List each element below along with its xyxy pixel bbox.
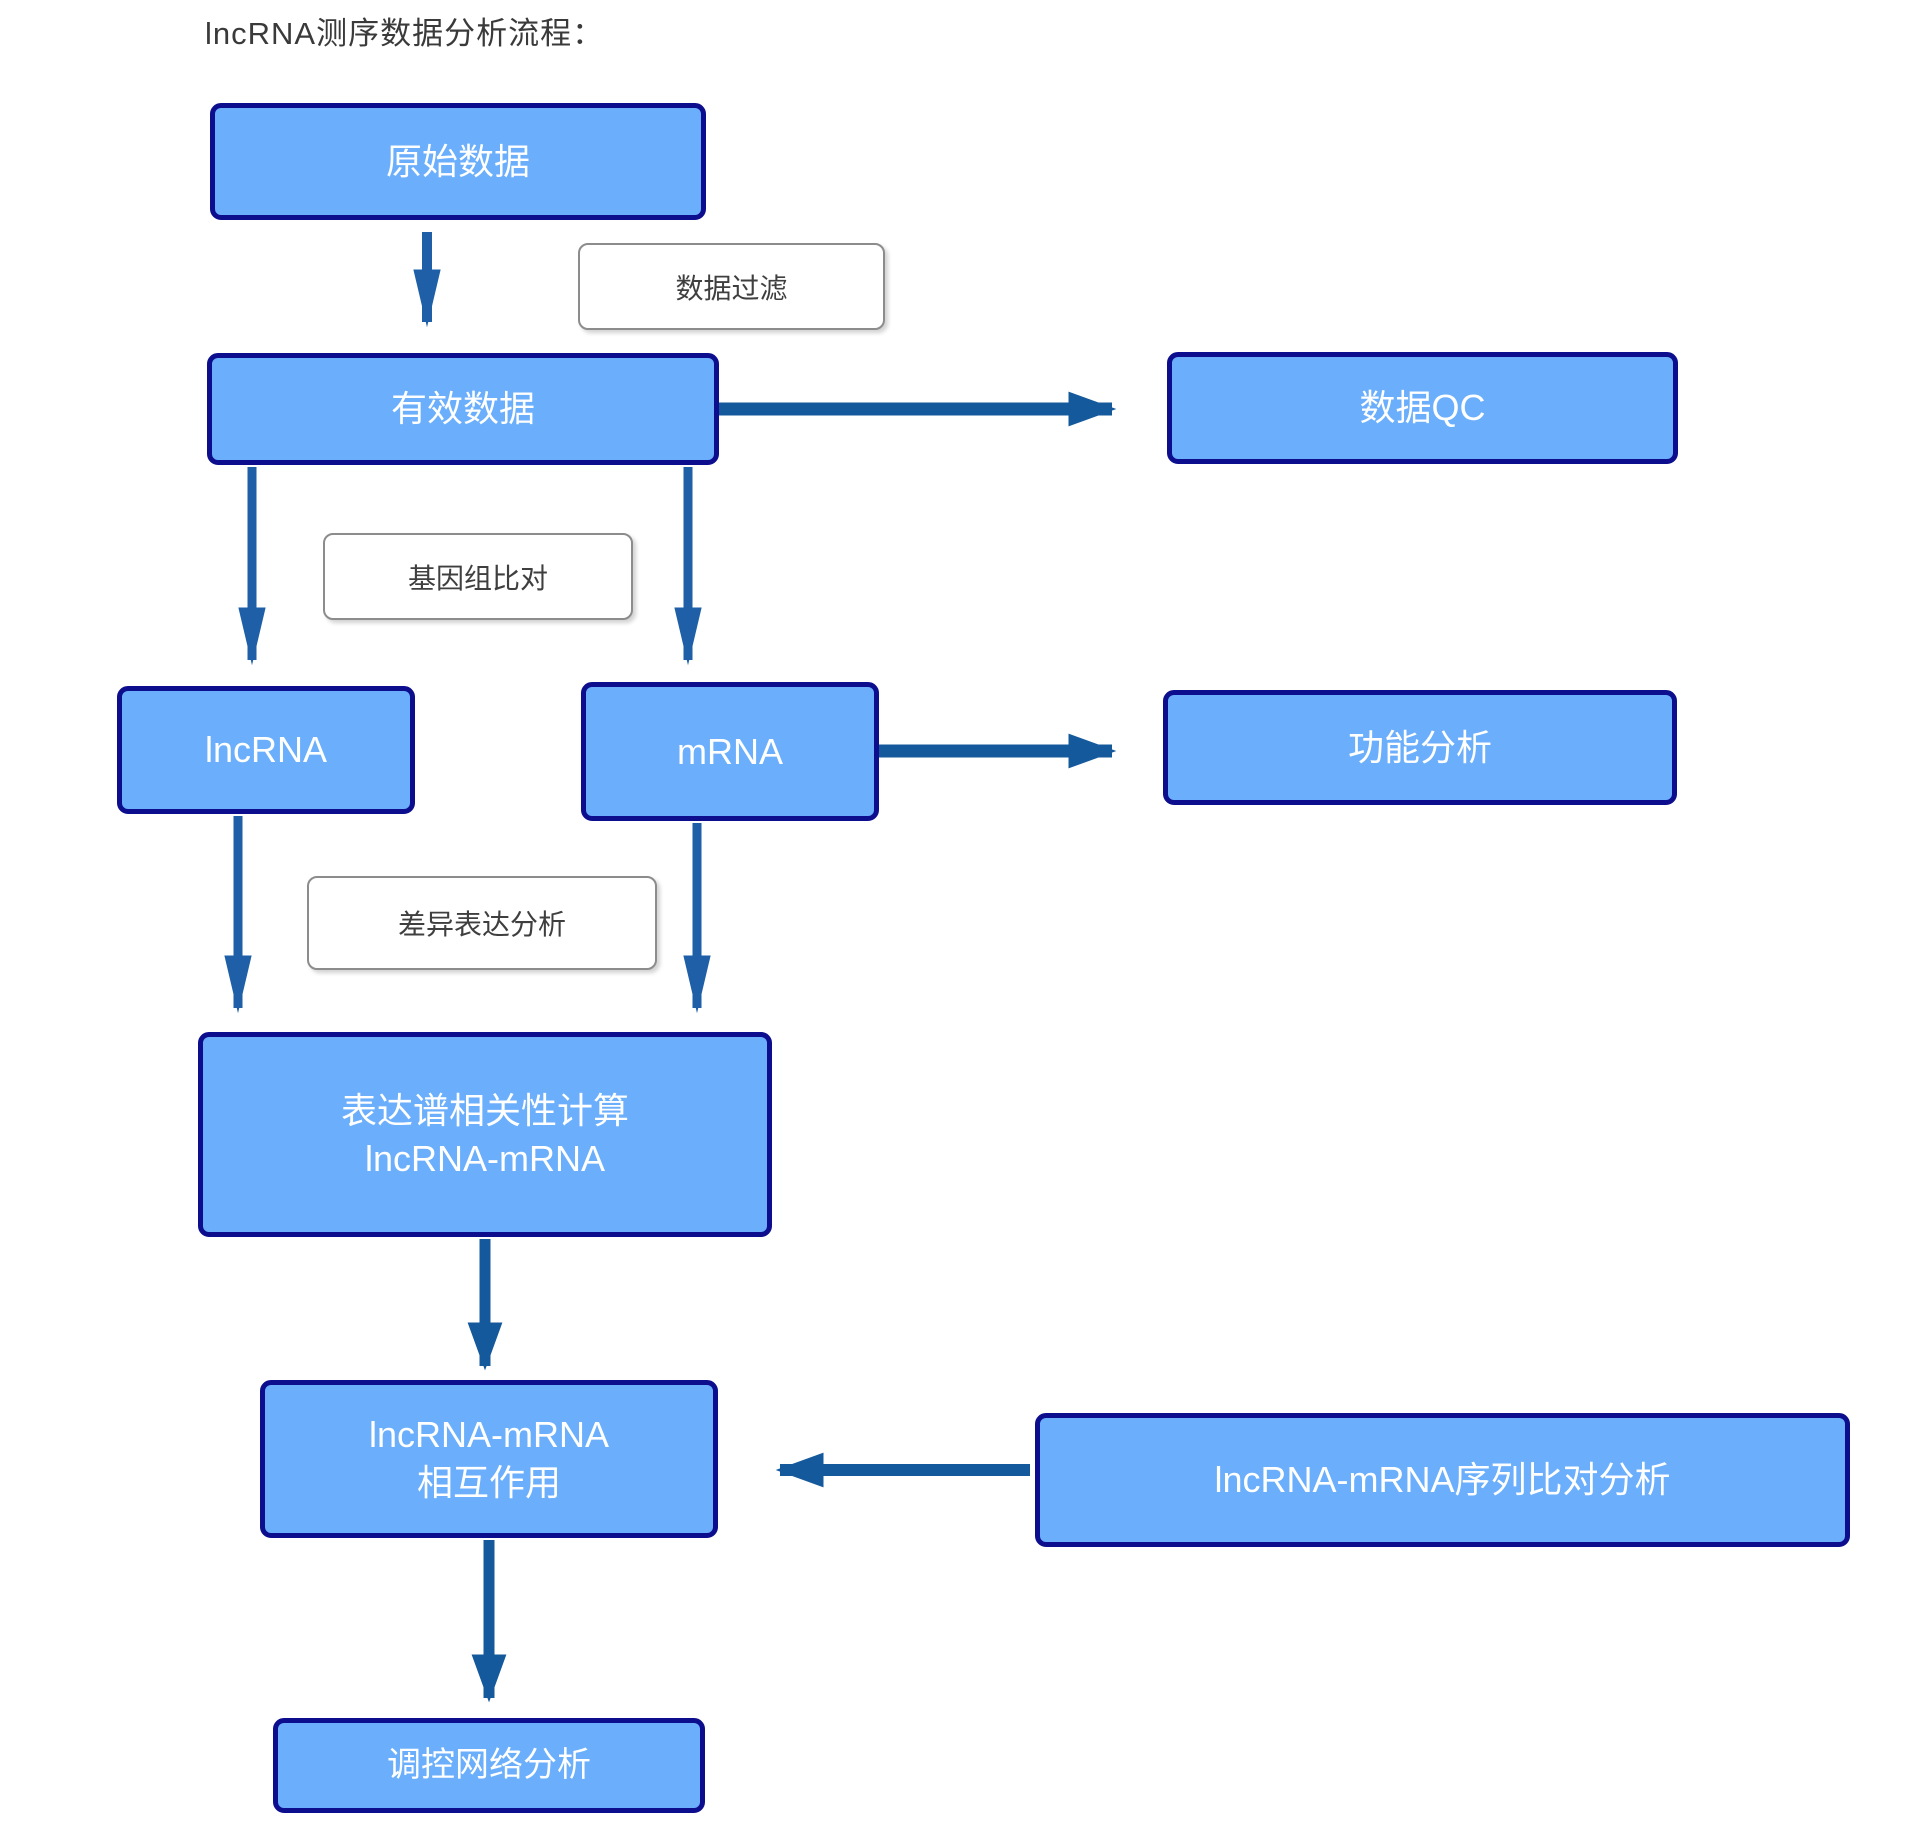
process-label-data-filter-text: 数据过滤 bbox=[675, 272, 788, 304]
node-interaction-line1: lncRNA-mRNA bbox=[368, 1414, 609, 1456]
node-interaction: lncRNA-mRNA 相互作用 bbox=[260, 1380, 718, 1538]
node-correlation: 表达谱相关性计算 lncRNA-mRNA bbox=[198, 1032, 772, 1237]
node-network: 调控网络分析 bbox=[273, 1718, 705, 1813]
process-label-diff-expression-text: 差异表达分析 bbox=[397, 909, 566, 940]
node-valid-data-label: 有效数据 bbox=[390, 388, 535, 430]
process-label-diff-expression: 差异表达分析 bbox=[307, 876, 657, 970]
node-mrna: mRNA bbox=[581, 682, 879, 821]
node-functional-analysis-label: 功能分析 bbox=[1347, 726, 1492, 768]
node-network-label: 调控网络分析 bbox=[387, 1746, 591, 1785]
node-correlation-line2: lncRNA-mRNA bbox=[364, 1137, 605, 1179]
node-valid-data: 有效数据 bbox=[207, 353, 719, 465]
page-title: lncRNA测序数据分析流程： bbox=[205, 16, 605, 51]
process-label-genome-alignment-text: 基因组比对 bbox=[407, 562, 548, 594]
node-raw-data-label: 原始数据 bbox=[385, 140, 530, 182]
node-lncrna: lncRNA bbox=[117, 686, 415, 814]
node-lncrna-label: lncRNA bbox=[204, 729, 328, 771]
process-label-genome-alignment: 基因组比对 bbox=[323, 533, 633, 620]
node-seq-alignment-label: lncRNA-mRNA序列比对分析 bbox=[1214, 1459, 1671, 1501]
node-data-qc: 数据QC bbox=[1167, 352, 1678, 464]
node-raw-data: 原始数据 bbox=[210, 103, 706, 220]
process-label-data-filter: 数据过滤 bbox=[578, 243, 885, 330]
node-interaction-line2: 相互作用 bbox=[416, 1462, 561, 1503]
node-mrna-label: mRNA bbox=[677, 730, 783, 772]
node-correlation-line1: 表达谱相关性计算 bbox=[340, 1089, 629, 1131]
node-functional-analysis: 功能分析 bbox=[1163, 690, 1677, 805]
node-data-qc-label: 数据QC bbox=[1359, 387, 1486, 429]
node-seq-alignment: lncRNA-mRNA序列比对分析 bbox=[1035, 1413, 1850, 1547]
